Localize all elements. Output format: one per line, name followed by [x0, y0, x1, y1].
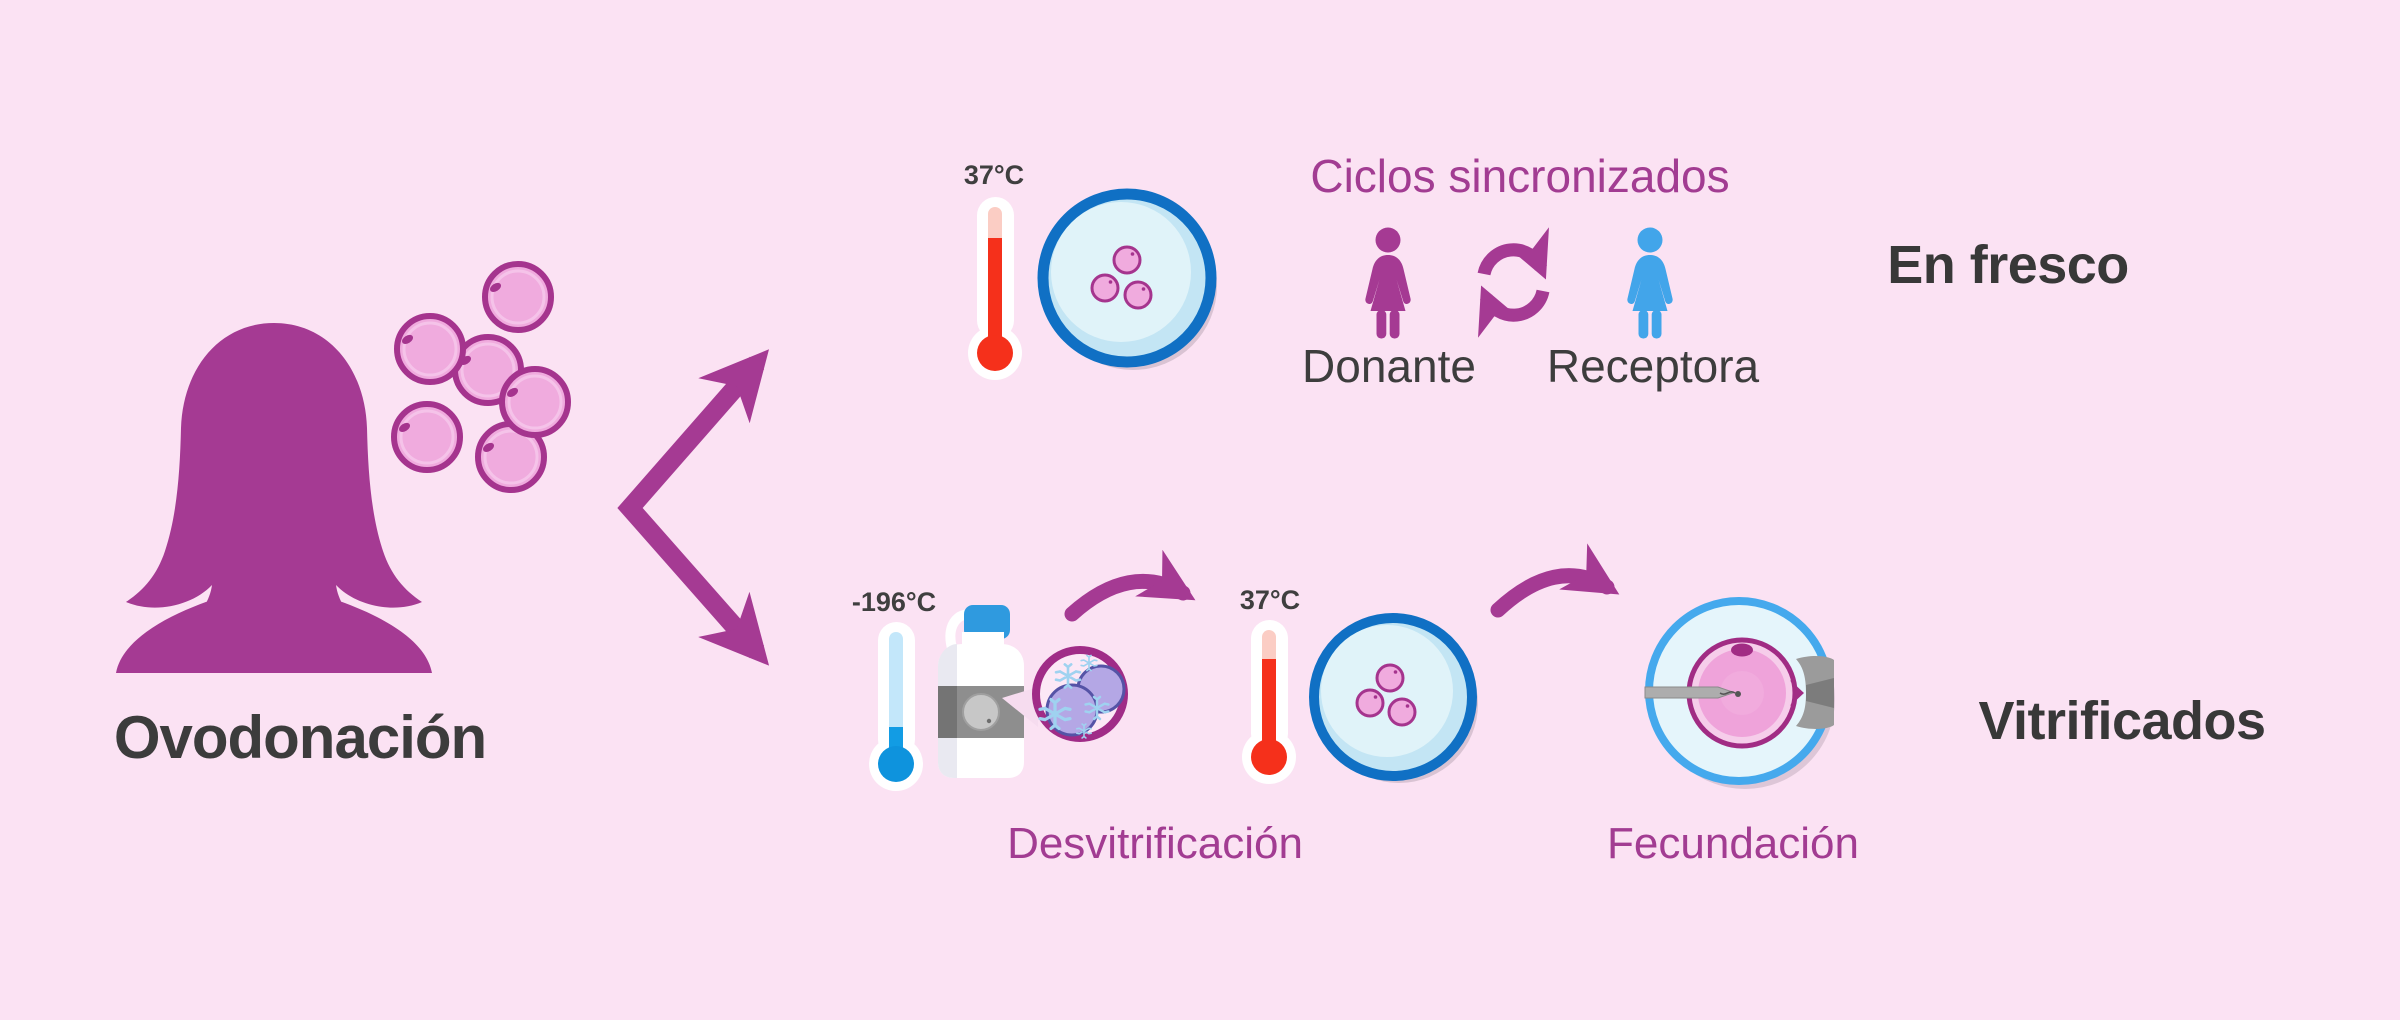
vitrified-branch-title: Vitrificados	[1978, 691, 2266, 751]
thermometer-warm-icon-2	[1242, 620, 1296, 784]
woman-silhouette-icon	[116, 323, 432, 673]
fresh-temp-label: 37°C	[963, 160, 1025, 190]
recipient-label: Receptora	[1546, 340, 1760, 392]
recipient-woman-icon	[1627, 227, 1673, 339]
branch-arrows-icon	[617, 349, 770, 666]
cryo-temp-label: -196°C	[851, 587, 937, 617]
curved-arrow-icon	[1064, 549, 1196, 622]
sync-arrows-icon	[1477, 227, 1550, 338]
donor-woman-icon	[1365, 227, 1411, 339]
page-title: Ovodonación	[113, 704, 487, 771]
petri-dish-icon	[1037, 188, 1217, 370]
icsi-fertilization-icon	[1644, 597, 1835, 789]
synchronized-cycles-title: Ciclos sincronizados	[1310, 150, 1730, 202]
cryo-bottle-icon	[938, 605, 1038, 778]
devitrification-label: Desvitrificación	[1007, 819, 1303, 868]
warm-temp-label: 37°C	[1239, 585, 1301, 615]
vitrified-eggs-icon	[1032, 646, 1128, 742]
donor-label: Donante	[1302, 340, 1476, 392]
egg-cluster-icon	[394, 264, 568, 490]
fresh-branch-title: En fresco	[1887, 235, 2129, 295]
thermometer-warm-icon	[968, 197, 1022, 380]
curved-arrow-icon-2	[1490, 543, 1620, 618]
petri-dish-icon-2	[1309, 613, 1478, 783]
thermometer-cold-icon	[869, 622, 923, 791]
fertilization-label: Fecundación	[1607, 819, 1859, 868]
